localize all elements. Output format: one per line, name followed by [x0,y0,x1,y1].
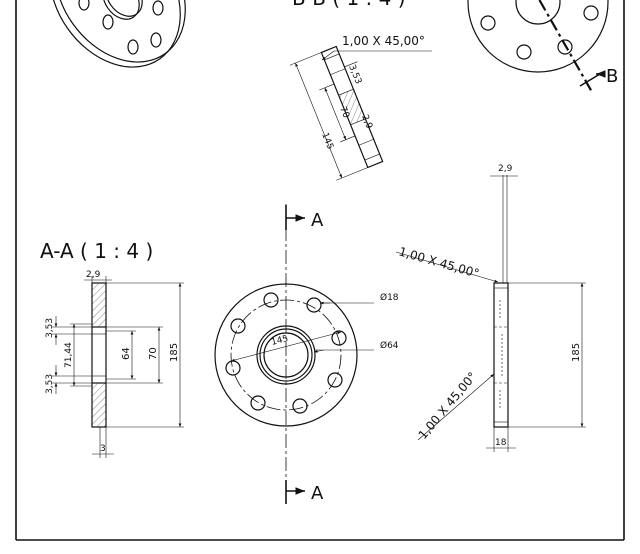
front-dim-145: 145 [270,334,289,348]
front-view: A A Ø18 Ø64 [214,204,399,504]
bolt-hole [306,297,322,313]
bb-dim-353: 3,53 [346,63,363,85]
bb-chamfer-note: 1,00 X 45,00° [342,34,425,48]
bolt-hole [230,318,246,334]
aa-dim-70: 70 [148,347,159,360]
cut-label-a-top: A [311,210,324,231]
aa-dim-7144: 71,44 [64,342,74,368]
bb-dim-29: 2,9 [359,113,374,130]
side-dim-29: 2,9 [498,164,513,174]
section-bb-view: B-B ( 1 : 4 ) 145 7 [289,0,432,181]
cut-label-b: B [606,66,618,87]
aa-dim-64: 64 [121,347,132,360]
side-chamfer-top-note: 1,00 X 45,00° [397,244,481,280]
aa-dim-353-bot: 3,53 [45,374,55,394]
side-view: 2,9 1,00 X 45,00° 185 1,00 X 45,00° 18 [395,164,586,452]
bolt-hole [327,372,343,388]
front-view-partial: B [467,0,618,93]
bolt-hole [250,395,266,411]
bolt-hole [263,292,279,308]
side-dim-185: 185 [571,343,582,362]
side-dim-18: 18 [495,438,507,448]
bolt-hole [292,398,308,414]
isometric-flange-view [49,0,186,68]
section-aa-view: A-A ( 1 : 4 ) 2,9 185 70 [40,239,184,458]
section-bb-title: B-B ( 1 : 4 ) [292,0,406,10]
side-chamfer-bot-note: 1,00 X 45,00° [416,369,480,442]
sheet-frame [15,0,625,541]
aa-dim-29: 2,9 [86,270,101,280]
cut-label-a-bottom: A [311,483,324,504]
aa-dim-185: 185 [169,343,180,362]
section-aa-title: A-A ( 1 : 4 ) [40,239,153,263]
bb-dim-70: 70 [337,105,351,120]
aa-dim-353-top: 3,53 [45,318,55,338]
front-dim-d64: Ø64 [380,340,399,351]
bolt-hole [225,360,241,376]
bb-dim-145: 145 [319,131,335,151]
aa-dim-3: 3 [100,444,106,454]
front-dim-d18: Ø18 [380,292,399,303]
bolt-hole [331,330,347,346]
